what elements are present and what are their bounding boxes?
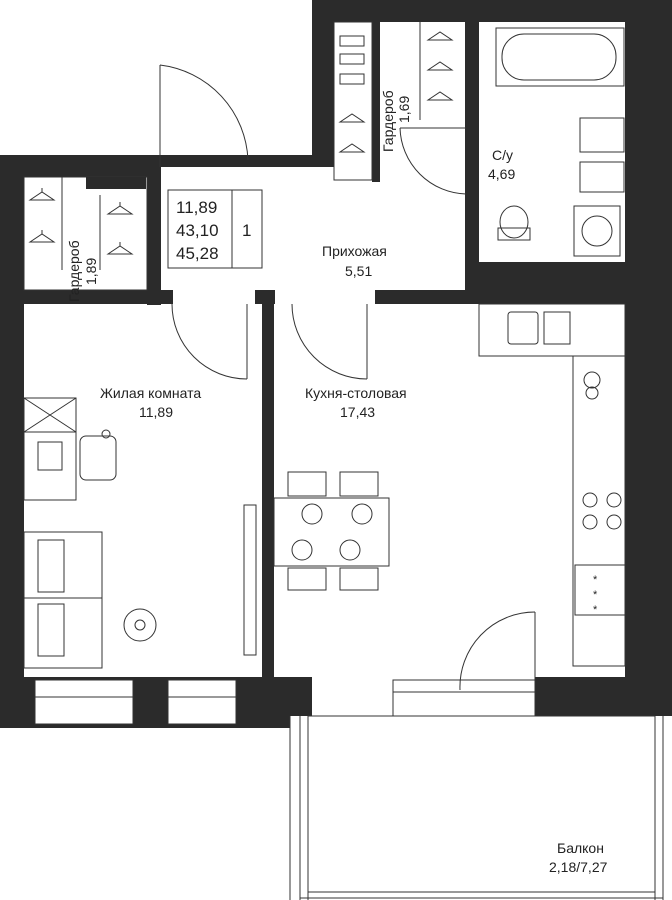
area-balcony: 2,18/7,27	[549, 859, 608, 875]
sink-icon	[579, 117, 625, 193]
summary-living-area: 11,89	[176, 198, 217, 217]
shelf-icon	[23, 397, 77, 433]
bathtub-icon	[495, 27, 625, 87]
fridge-icon: * * *	[574, 564, 626, 616]
label-living-room: Жилая комната	[100, 385, 201, 401]
area-wardrobe-left: 1,89	[83, 258, 99, 285]
wardrobe-mid-furniture	[333, 21, 454, 181]
area-wardrobe-mid: 1,69	[396, 96, 412, 123]
living-furniture	[23, 397, 257, 669]
bed-icon	[23, 531, 103, 669]
nightstand-icon	[123, 608, 157, 642]
wardrobe-left-furniture	[23, 176, 148, 291]
svg-text:*: *	[593, 574, 598, 586]
label-bathroom: С/у	[492, 147, 513, 163]
hanger-icon	[338, 31, 454, 153]
dining-table	[273, 471, 390, 591]
summary-total-with-balcony: 45,28	[176, 244, 219, 263]
walls	[0, 0, 672, 728]
washing-machine-icon	[573, 205, 621, 257]
label-wardrobe-mid: Гардероб	[380, 90, 396, 152]
kitchen-sink-icon	[507, 311, 571, 345]
summary-rooms-count: 1	[242, 221, 251, 240]
balcony	[289, 715, 672, 900]
kitchen-fixtures: * * *	[273, 303, 626, 667]
stove-icon	[582, 492, 622, 530]
wall-mirror-icon	[243, 504, 257, 656]
label-kitchen: Кухня-столовая	[305, 385, 407, 401]
chair-icon	[79, 429, 117, 481]
bathroom-fixtures	[495, 27, 625, 257]
label-wardrobe-left: Гардероб	[66, 240, 82, 302]
svg-text:*: *	[593, 589, 598, 601]
area-summary-box: 11,89 43,10 45,28 1	[167, 189, 263, 269]
hanger-icon	[28, 188, 134, 255]
toilet-icon	[497, 205, 531, 241]
area-living-room: 11,89	[139, 404, 173, 420]
desk-icon	[23, 431, 77, 501]
area-kitchen: 17,43	[340, 404, 375, 420]
oven-icon	[583, 371, 601, 400]
label-hall: Прихожая	[322, 243, 387, 259]
windows	[34, 679, 536, 725]
doors	[159, 64, 536, 691]
label-balcony: Балкон	[557, 840, 604, 856]
svg-text:*: *	[593, 604, 598, 616]
area-bathroom: 4,69	[488, 166, 515, 182]
area-hall: 5,51	[345, 263, 372, 279]
room-labels: Гардероб 1,89 Гардероб 1,69 С/у 4,69 При…	[66, 90, 608, 875]
summary-total-area: 43,10	[176, 221, 219, 240]
